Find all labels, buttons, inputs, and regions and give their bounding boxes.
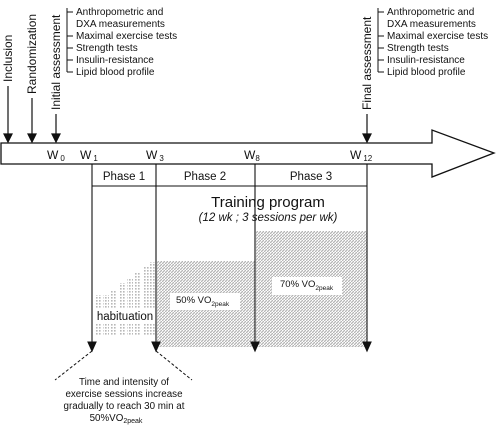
program-subtitle: (12 wk ; 3 sessions per wk) [199,212,338,224]
event-label-final-assessment: Final assessment [360,16,374,110]
callout-line-4: 50%VO2peak [90,413,143,425]
initial-assessment-item-6: Lipid blood profile [76,67,155,78]
phase2-intensity-box [170,293,240,310]
event-label-initial-assessment: Initial assessment [49,14,63,110]
timeline-arrow [0,129,496,178]
phase-1-label: Phase 1 [103,171,145,183]
initial-assessment-item-1: Anthropometric and [76,7,163,18]
phase-3-label: Phase 3 [290,171,332,183]
event-label-inclusion: Inclusion [1,35,15,82]
final-assessment-item-3: Maximal exercise tests [387,31,488,42]
initial-assessment-bracket [66,8,73,73]
habituation-callout-lines [54,350,193,381]
phase3-intensity-box [272,277,342,295]
habituation-label-box [95,309,155,324]
phase2-intensity-label: 50% VO2peak [176,295,230,308]
initial-assessment-item-5: Insulin-resistance [76,55,154,66]
final-assessment-bracket [377,8,384,73]
event-arrows [3,86,372,144]
event-label-randomization: Randomization [25,14,39,94]
final-assessment-item-6: Lipid blood profile [387,67,466,78]
initial-assessment-item-4: Strength tests [76,43,138,54]
final-assessment-item-4: Strength tests [387,43,449,54]
phase-grid-lines [91,164,368,187]
final-assessment-item-2: DXA measurements [387,19,476,30]
callout-line-2: exercise sessions increase [65,389,183,400]
phase3-intensity-label: 70% VO2peak [280,279,334,292]
habituation-label: habituation [97,311,153,323]
phase-2-label: Phase 2 [184,171,226,183]
phase-arrows [87,186,372,353]
final-assessment-item-5: Insulin-resistance [387,55,465,66]
week-label-w8: W8 [244,148,260,163]
program-title: Training program [211,194,325,211]
initial-assessment-item-3: Maximal exercise tests [76,31,177,42]
callout-line-3: gradually to reach 30 min at [64,401,185,412]
initial-assessment-item-2: DXA measurements [76,19,165,30]
callout-line-1: Time and intensity of [79,377,169,388]
final-assessment-item-1: Anthropometric and [387,7,474,18]
